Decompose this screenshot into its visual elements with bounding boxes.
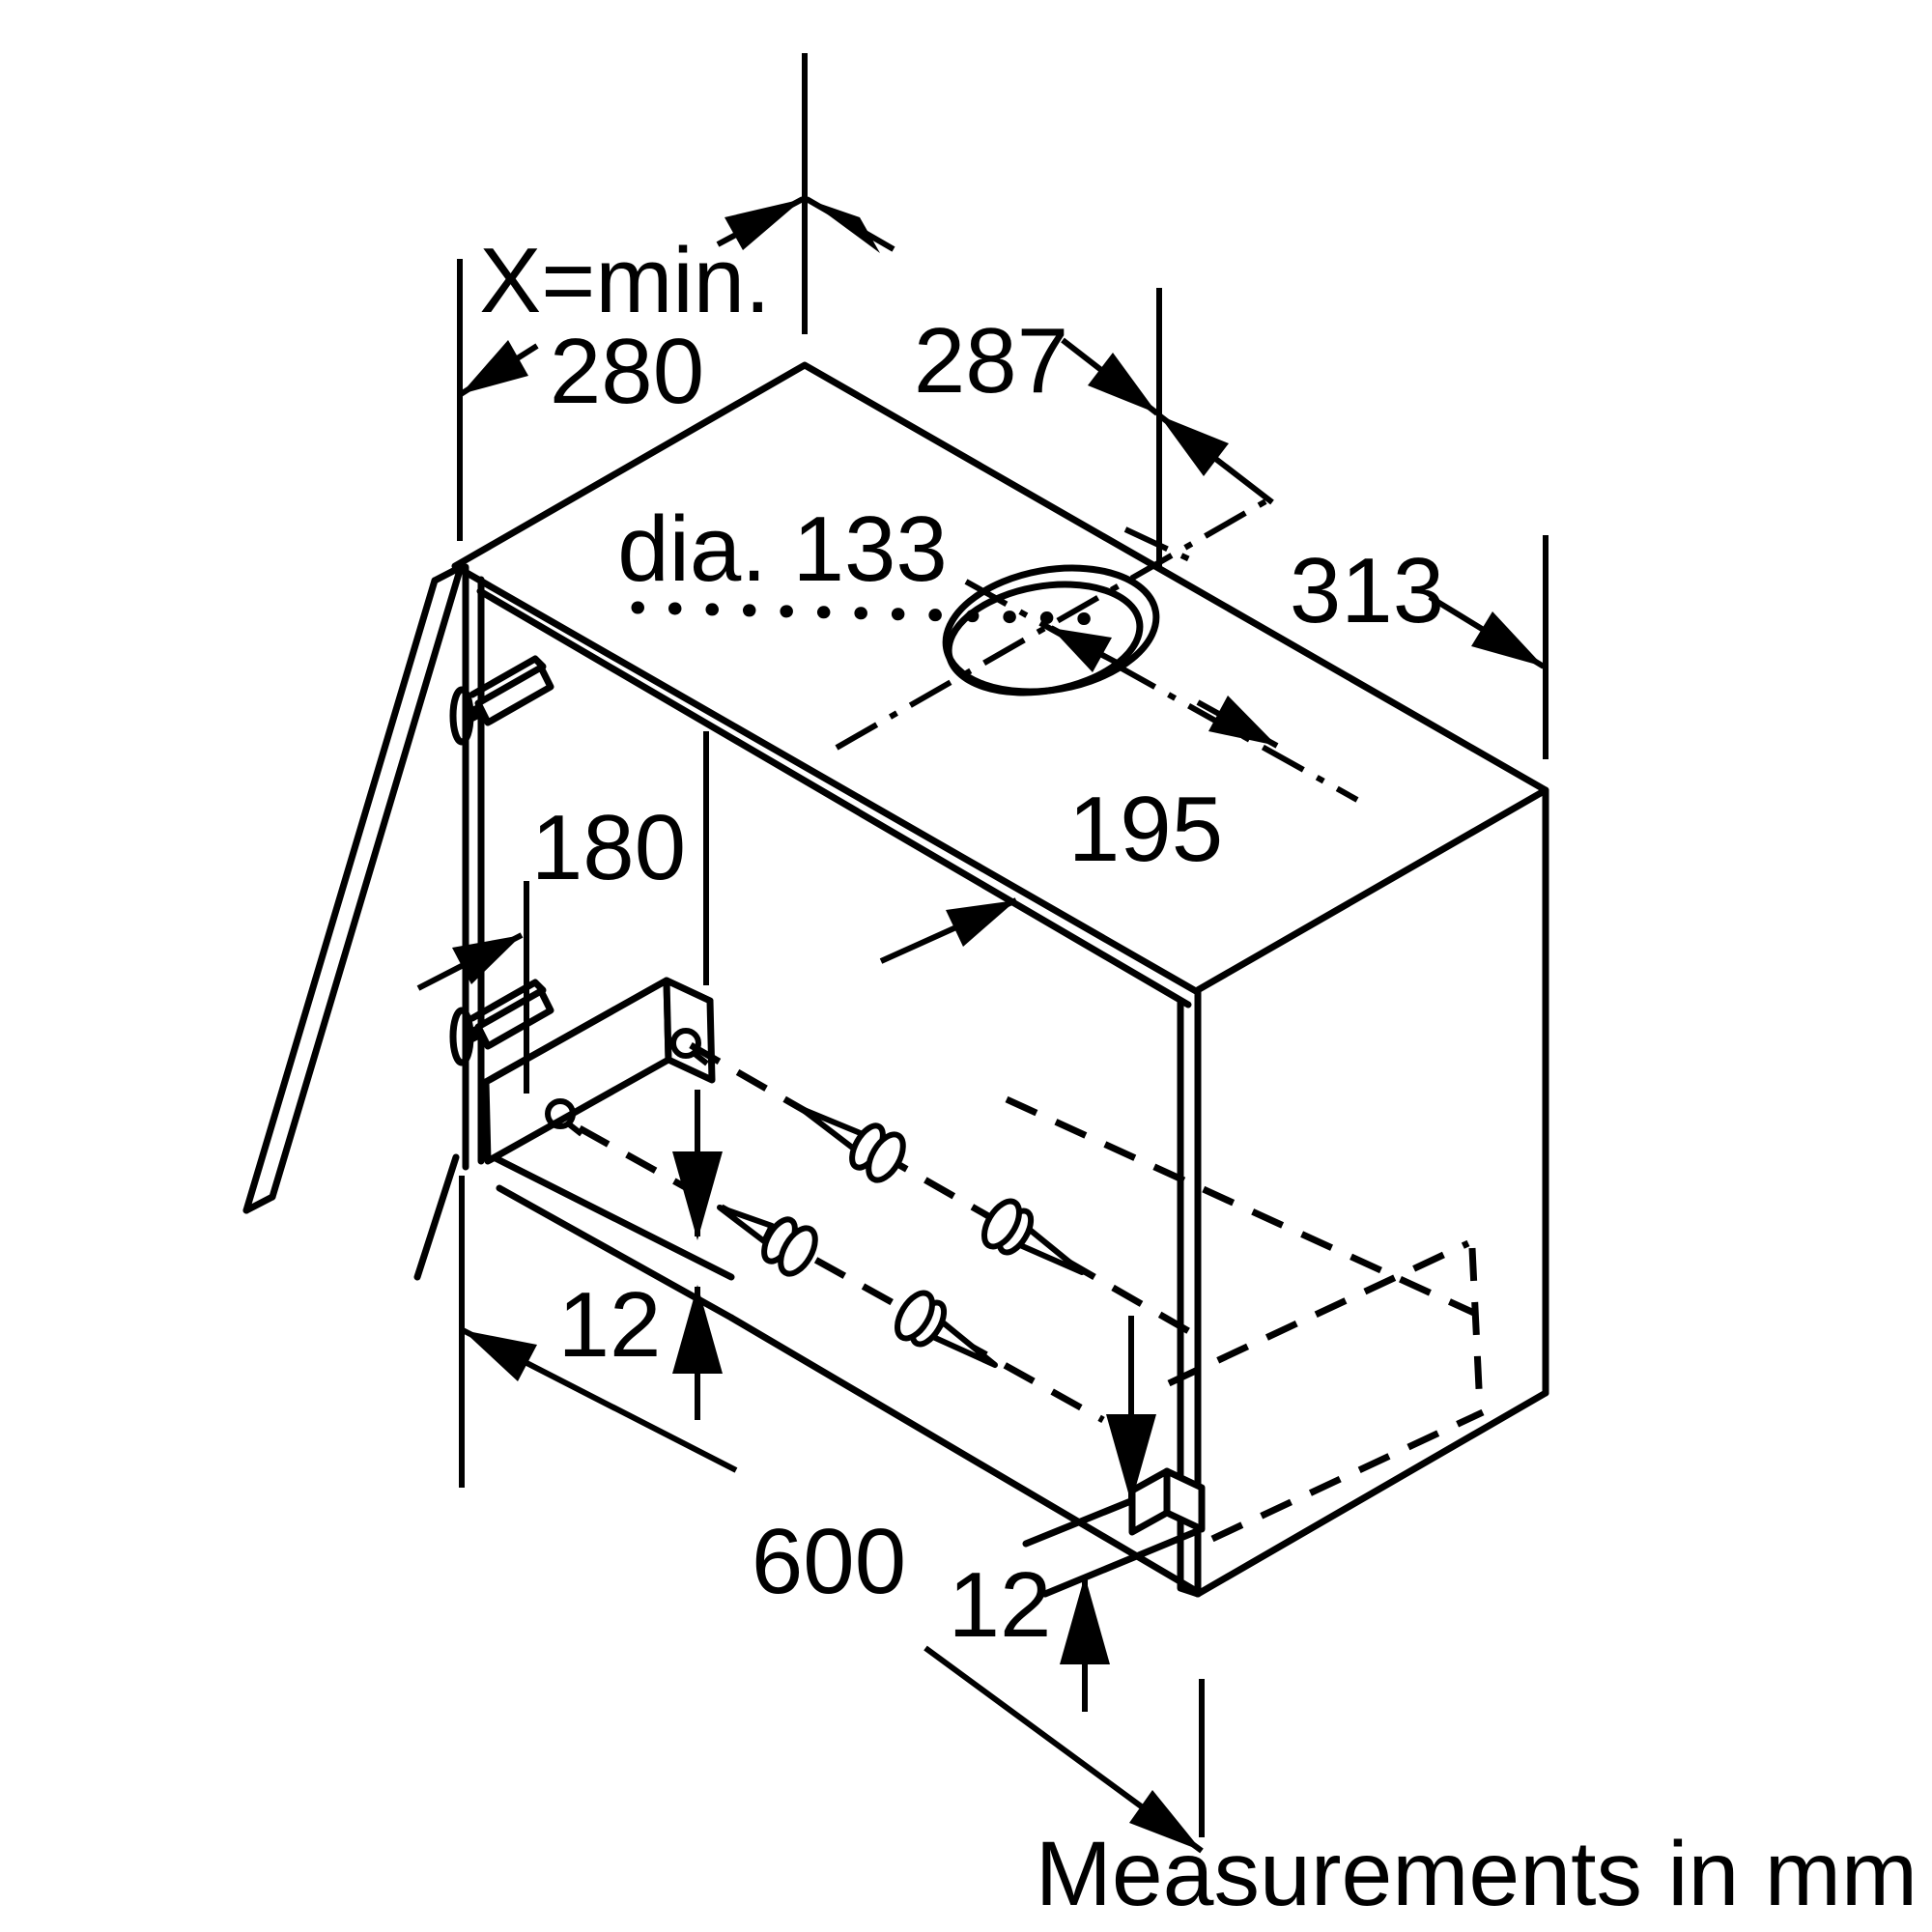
dim-cabinet-width: 600 [459,1176,1205,1854]
bottom-right-step-lower [1041,1528,1199,1598]
rail-hole-upper-tick [692,1050,709,1066]
rail-hole-lower-tick [566,1121,583,1137]
cabinet-bottom-step-lower [496,1184,735,1321]
screw-1-head [866,1131,906,1183]
screw-axis-upper [689,1041,1208,1345]
dim-min-clearance: X=min. 280 [457,53,808,541]
screw-2 [717,1205,818,1277]
door-bottom-cap [242,1193,276,1214]
mounting-rail [482,977,716,1165]
screw-3 [981,1198,1085,1275]
hidden-rail-top [1167,1239,1470,1387]
hinge-bottom-peg-bevel [469,979,547,1022]
door-bottom-sliver [413,1153,460,1281]
dim-hole-offset-left: 287 [805,196,1162,568]
hidden-rail-bottom [1210,1408,1485,1543]
screw-2-shaft [717,1205,775,1244]
dim-hole-diameter: dia. 133 [617,497,1110,626]
hinge-top-peg-bevel [469,655,547,698]
label-280: 280 [550,320,704,423]
screw-2-head [778,1225,818,1277]
rail-hole-lower [545,1098,576,1129]
dim-hole-depth: 195 [1049,625,1279,881]
hinge-bottom-peg [474,987,554,1050]
door-inner-edge [269,563,465,1201]
dim-fixing-offset: 180 [416,731,1018,1094]
cabinet-bottom-step-upper [484,1151,735,1281]
screw-4-head [895,1290,935,1342]
screw-4-shaft [930,1320,998,1368]
door-outer-edge [242,577,439,1214]
dim-side-recess: 12 [558,1090,723,1420]
label-600: 600 [752,1510,906,1613]
door-top-cap [431,563,465,584]
screw-axis-lower [578,1124,1105,1424]
cabinet-bottom-right-edge [1194,1389,1549,1598]
screw-4 [895,1290,998,1368]
hinge-top [449,655,554,746]
vent-hole-outer-rim [942,564,1160,696]
dim-bottom-recess: 12 [949,1316,1156,1712]
label-12-bottom: 12 [949,1553,1052,1657]
label-x-min: X=min. [479,229,770,332]
hidden-rail-axis [1005,1095,1478,1318]
screw-1 [799,1106,906,1183]
vent-hole-inner-rim [945,581,1144,696]
label-180: 180 [531,796,686,899]
hidden-bottom-rail [1005,1095,1485,1543]
cabinet-top-inner-edge [476,587,1192,1009]
label-dia-133: dia. 133 [617,497,948,601]
hinge-top-peg [474,664,554,726]
screw-axes [578,1041,1208,1424]
cabinet-door-open [242,563,465,1214]
screw-3-head [981,1198,1022,1250]
vent-centerline-nw-se [964,579,1359,803]
label-313: 313 [1290,539,1444,642]
cabinet-bottom-front-edge [727,1314,1202,1596]
label-287: 287 [914,309,1068,412]
cabinet-body [413,361,1549,1598]
rail-hole-upper [670,1028,701,1059]
dim-hole-offset-right: 313 [1157,412,1548,759]
label-195: 195 [1068,778,1223,881]
units-note: Measurements in mm [1036,1823,1918,1925]
hidden-rail-end [1468,1247,1484,1409]
rail-end-block-side [1163,1467,1206,1533]
label-12-left: 12 [558,1273,662,1377]
hinge-bottom [449,979,554,1066]
leader-dots [631,601,1110,626]
vent-hole [835,497,1359,803]
